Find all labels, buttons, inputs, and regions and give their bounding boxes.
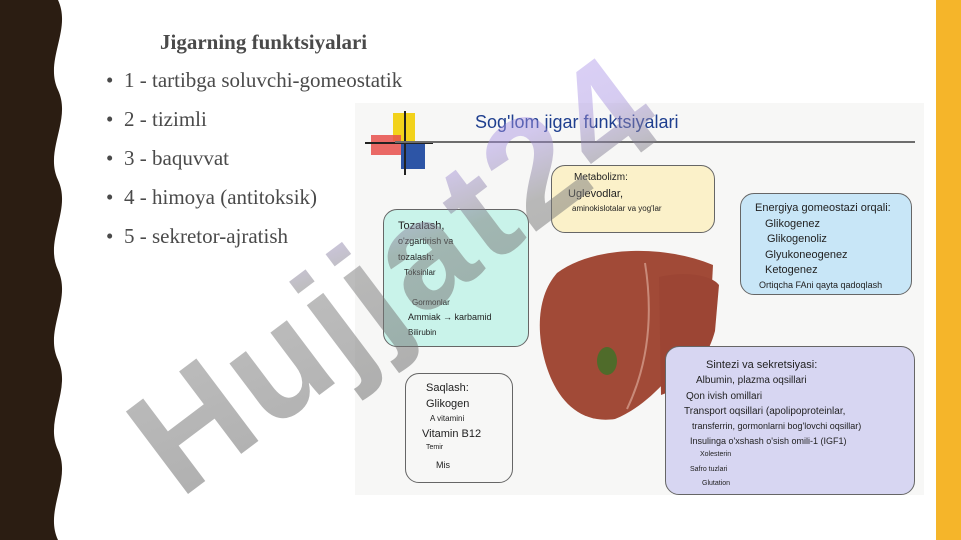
detox-line: Toksinlar (404, 268, 436, 277)
corner-logo-icon (365, 111, 433, 175)
detox-line: Ammiak → karbamid (408, 312, 492, 322)
metabolism-line: Uglevodlar, (568, 188, 624, 200)
detox-line: Gormonlar (412, 298, 450, 307)
bullet-item: •1 - tartibga soluvchi-gomeostatik (106, 68, 403, 92)
energy-title: Energiya gomeostazi orqali: (755, 202, 891, 214)
figure-title-rule (395, 141, 915, 143)
bullet-item: •4 - himoya (antitoksik) (106, 185, 318, 209)
storage-line: Glikogen (426, 398, 470, 410)
energy-item: Glyukoneogenez (765, 249, 848, 261)
detox-line: o'zgartirish va (398, 236, 454, 246)
bullet-symbol: • (106, 185, 114, 209)
storage-line: Mis (436, 460, 450, 470)
synthesis-line: Sintezi va sekretsiyasi: (706, 359, 818, 371)
synthesis-line: Transport oqsillari (apolipoproteinlar, (684, 406, 846, 417)
storage-line: A vitamini (430, 414, 465, 423)
bullet-symbol: • (106, 68, 114, 92)
bullet-item: •3 - baquvvat (106, 146, 229, 170)
bullet-list: •1 - tartibga soluvchi-gomeostatik •2 - … (106, 66, 402, 261)
storage-box: Saqlash: Glikogen A vitamini Vitamin B12… (405, 373, 513, 483)
left-wave-decoration (0, 0, 63, 540)
synthesis-line: Xolesterin (700, 451, 732, 458)
metabolism-line: aminokislotalar va yog'lar (572, 204, 662, 213)
bullet-symbol: • (106, 107, 114, 131)
bullet-item: •5 - sekretor-ajratish (106, 224, 289, 248)
synthesis-line: Qon ivish omillari (686, 391, 763, 402)
energy-item: Glikogenez (765, 218, 821, 230)
metabolism-title: Metabolizm: (574, 172, 628, 183)
detox-line: Tozalash, (398, 220, 445, 232)
synthesis-line: Albumin, plazma oqsillari (696, 375, 807, 386)
bullet-item: •2 - tizimli (106, 107, 207, 131)
storage-line: Vitamin B12 (422, 428, 482, 440)
bullet-symbol: • (106, 146, 114, 170)
detox-box: Tozalash, o'zgartirish va tozalash: Toks… (383, 209, 529, 347)
energy-box: Energiya gomeostazi orqali: Glikogenez G… (740, 193, 912, 295)
detox-line: Bilirubin (408, 328, 437, 337)
synthesis-box: Sintezi va sekretsiyasi: Albumin, plazma… (665, 346, 915, 495)
right-accent-bar (936, 0, 961, 540)
liver-functions-figure: Sog'lom jigar funktsiyalari Metabolizm: … (355, 103, 924, 495)
synthesis-line: Safro tuzlari (690, 466, 728, 473)
synthesis-line: Insulinga o'xshash o'sish omili-1 (IGF1) (690, 436, 847, 446)
slide-title: Jigarning funktsiyalari (160, 30, 368, 54)
metabolism-box: Metabolizm: Uglevodlar, aminokislotalar … (551, 165, 715, 233)
storage-line: Temir (426, 444, 444, 451)
bullet-symbol: • (106, 224, 114, 248)
figure-title: Sog'lom jigar funktsiyalari (475, 112, 679, 132)
energy-item: Ketogenez (765, 264, 818, 276)
energy-item: Ortiqcha FAni qayta qadoqlash (759, 280, 883, 290)
synthesis-line: transferrin, gormonlarni bog'lovchi oqsi… (692, 421, 862, 431)
detox-line: tozalash: (398, 252, 435, 262)
storage-line: Saqlash: (426, 382, 469, 394)
energy-item: Glikogenoliz (767, 233, 827, 245)
synthesis-line: Glutation (702, 480, 731, 487)
